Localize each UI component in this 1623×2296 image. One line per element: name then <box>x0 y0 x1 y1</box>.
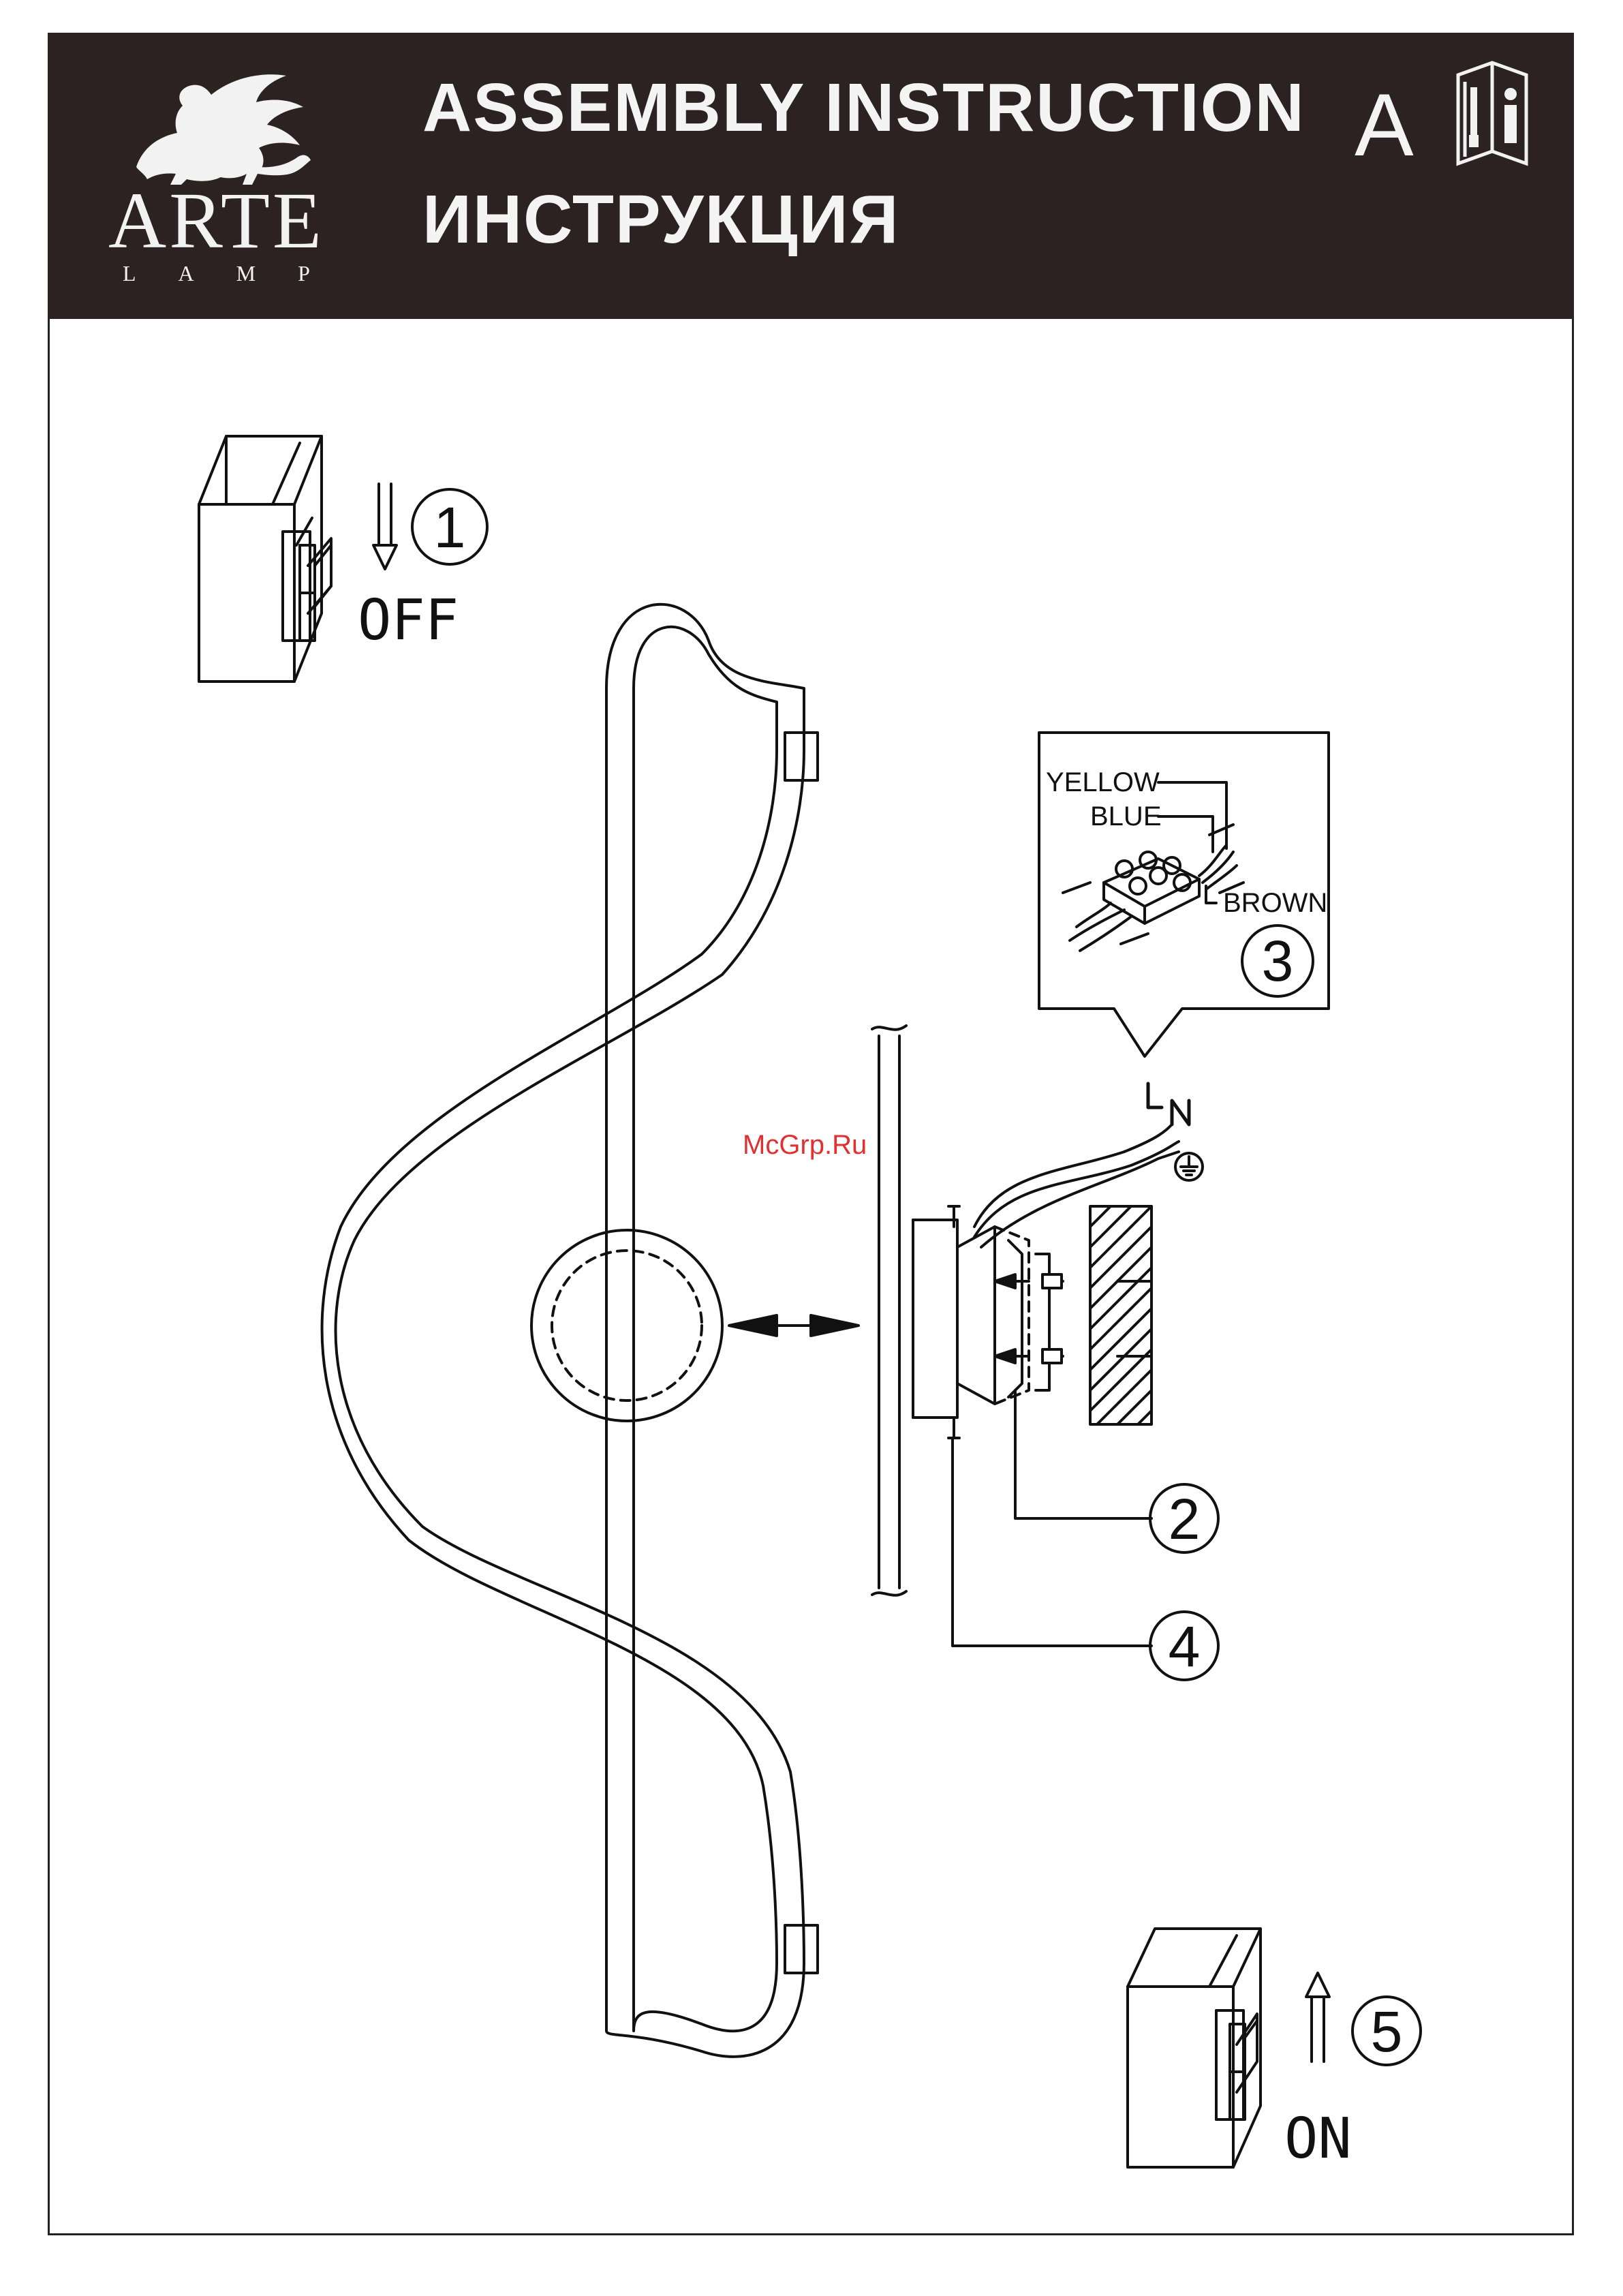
step-3-number: 3 <box>1240 932 1315 990</box>
wire-label-blue: BLUE <box>1090 803 1162 830</box>
live-symbol <box>1148 1084 1162 1107</box>
watermark: McGrp.Ru <box>743 1131 867 1159</box>
switch-off-label: OFF <box>358 593 459 649</box>
step-4-number: 4 <box>1147 1618 1222 1675</box>
arrow-down-icon <box>373 484 397 569</box>
fixing-screw <box>948 1206 1063 1438</box>
step-1-number: 1 <box>412 499 487 556</box>
switch-on-label: ON <box>1284 2111 1352 2167</box>
step-5-number: 5 <box>1349 2003 1424 2060</box>
lamp-body <box>322 604 818 2057</box>
neutral-symbol <box>1172 1101 1189 1124</box>
switch-off-icon <box>199 436 331 682</box>
wall-section <box>1090 1206 1151 1424</box>
switch-on-icon <box>1128 1929 1261 2167</box>
arrow-up-icon <box>1306 1973 1329 2062</box>
direction-arrow <box>729 1315 859 1336</box>
mounting-bracket <box>913 1220 1049 1418</box>
lamp-side-profile <box>872 1026 906 1595</box>
step-4-leader <box>953 1438 1151 1646</box>
wire-label-brown: BROWN <box>1223 889 1327 917</box>
wire-label-yellow: YELLOW <box>1046 769 1160 796</box>
earth-ground-icon <box>1175 1153 1203 1180</box>
step-2-number: 2 <box>1147 1490 1222 1548</box>
